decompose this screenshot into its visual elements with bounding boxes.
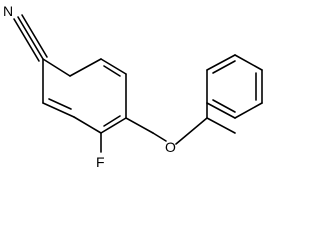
benzonitrile-ring: [42, 58, 127, 134]
molecule-structure: N F O: [3, 3, 263, 170]
ether-linker: [125, 102, 236, 145]
nitrogen-atom-label: N: [3, 3, 13, 19]
oxygen-atom-label: O: [165, 139, 176, 155]
fluorine-atom-label: F: [96, 154, 105, 170]
structure-canvas: N F O: [3, 3, 263, 170]
phenyl-ring: [206, 54, 263, 119]
nitrile-triple-bond: [13, 14, 48, 62]
